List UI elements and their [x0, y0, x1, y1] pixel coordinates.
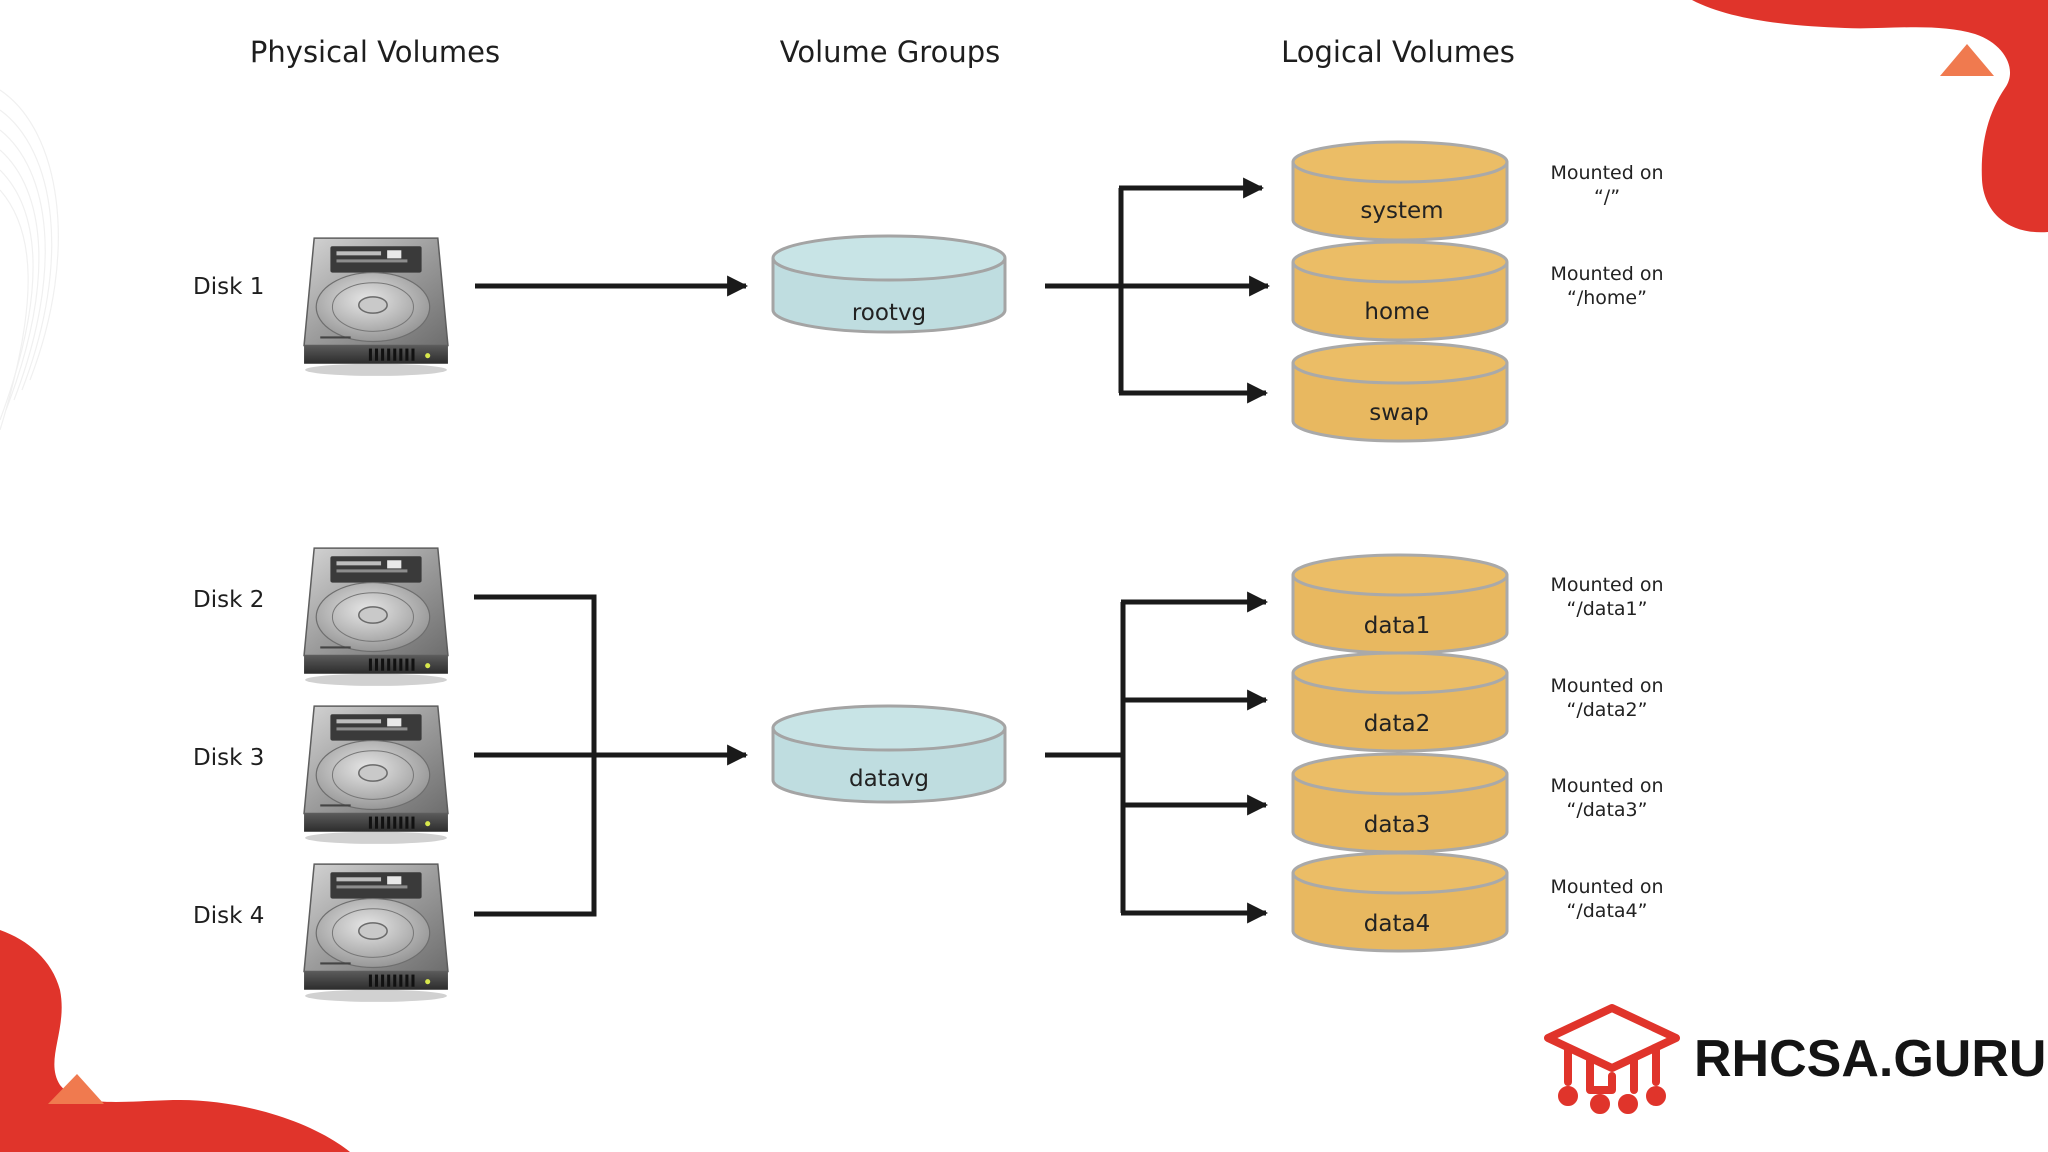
- connectors-pv-to-vg: [474, 275, 749, 917]
- volume-group-rootvg: rootvg: [771, 234, 1007, 334]
- mount-path: “/data3”: [1567, 799, 1648, 821]
- brand-name: RHCSA.GURU: [1694, 1030, 2046, 1088]
- logical-volume-data4: data4 Mounted on “/data4”: [1291, 851, 1664, 953]
- mount-path: “/data1”: [1567, 598, 1648, 620]
- disk-label: Disk 2: [193, 587, 264, 613]
- hard-drive-icon: [303, 547, 449, 686]
- lv-label: data1: [1364, 613, 1430, 639]
- logical-volume-data3: data3 Mounted on “/data3”: [1291, 752, 1664, 854]
- hard-drive-icon: [303, 863, 449, 1002]
- header-physical-volumes: Physical Volumes: [250, 35, 500, 69]
- header-logical-volumes: Logical Volumes: [1281, 35, 1515, 69]
- vg-label: datavg: [849, 766, 929, 792]
- triangle-icon: [48, 1074, 104, 1104]
- mount-text: Mounted on: [1550, 263, 1663, 285]
- vg-label: rootvg: [852, 300, 926, 326]
- mount-text: Mounted on: [1550, 574, 1663, 596]
- header-volume-groups: Volume Groups: [780, 35, 1000, 69]
- lv-label: swap: [1369, 400, 1429, 426]
- mount-path: “/”: [1594, 186, 1620, 208]
- logical-volume-system: system Mounted on “/”: [1291, 140, 1664, 242]
- volume-group-datavg: datavg: [771, 704, 1007, 804]
- disk-3: Disk 3: [193, 705, 449, 844]
- hard-drive-icon: [303, 705, 449, 844]
- hard-drive-icon: [303, 237, 449, 376]
- lv-label: data4: [1364, 911, 1430, 937]
- disk-4: Disk 4: [193, 863, 449, 1002]
- mount-path: “/home”: [1567, 287, 1647, 309]
- mount-text: Mounted on: [1550, 876, 1663, 898]
- logical-volume-data1: data1 Mounted on “/data1”: [1291, 553, 1664, 655]
- disk-label: Disk 4: [193, 903, 264, 929]
- mount-path: “/data2”: [1567, 699, 1648, 721]
- logical-volume-swap: swap: [1291, 341, 1509, 443]
- lv-label: data3: [1364, 812, 1430, 838]
- mount-text: Mounted on: [1550, 675, 1663, 697]
- mount-text: Mounted on: [1550, 775, 1663, 797]
- connectors-vg-to-lv: [1045, 177, 1271, 924]
- lv-label: system: [1360, 198, 1443, 224]
- logical-volume-home: home Mounted on “/home”: [1291, 240, 1664, 342]
- logical-volume-data2: data2 Mounted on “/data2”: [1291, 651, 1664, 753]
- disk-1: Disk 1: [193, 237, 449, 376]
- disk-label: Disk 3: [193, 745, 264, 771]
- mount-text: Mounted on: [1550, 162, 1663, 184]
- mount-path: “/data4”: [1567, 900, 1648, 922]
- triangle-icon: [1940, 44, 1994, 76]
- graduation-cap-circuit-icon: [1544, 1004, 1680, 1114]
- disk-2: Disk 2: [193, 547, 449, 686]
- lv-label: home: [1364, 299, 1429, 325]
- lv-label: data2: [1364, 711, 1430, 737]
- disk-label: Disk 1: [193, 274, 264, 300]
- brand-logo: RHCSA.GURU: [1544, 1004, 2046, 1114]
